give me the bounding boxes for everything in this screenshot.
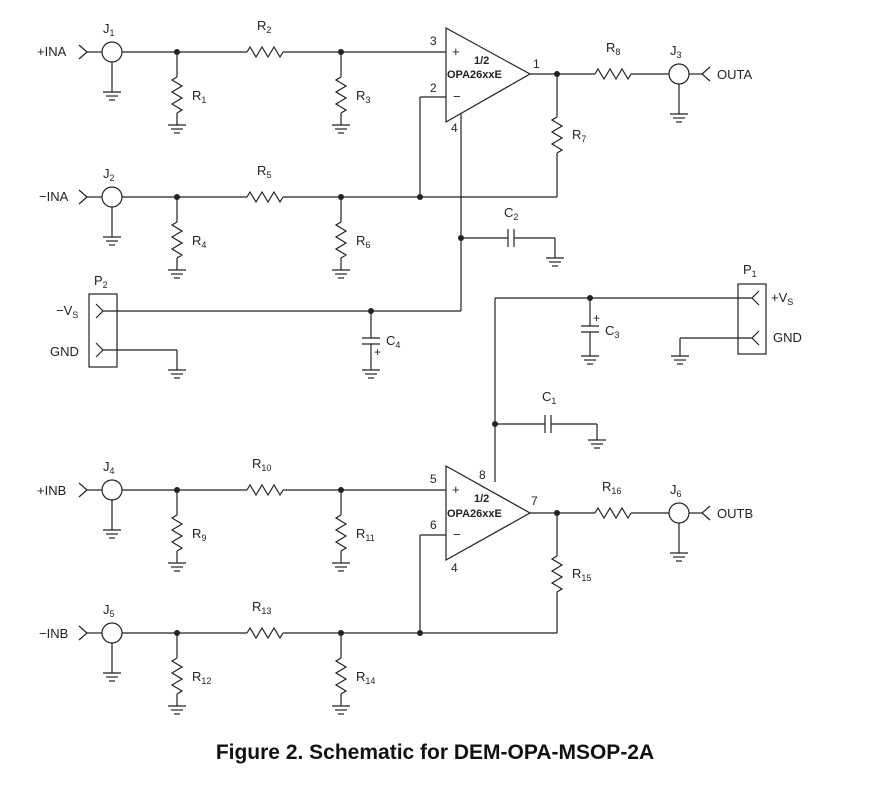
label-r13: R13 xyxy=(252,599,271,616)
amp-b-part: OPA26xxE xyxy=(447,508,502,520)
amp-b-pin-bottom: 4 xyxy=(451,561,458,575)
amp-a-pin-inv: 2 xyxy=(430,81,437,95)
amp-b-plus: + xyxy=(452,482,460,497)
amp-a-minus: − xyxy=(453,89,461,104)
connector-p2: P2 −VS GND C4 + xyxy=(50,273,461,379)
label-r14: R14 xyxy=(356,669,375,686)
connector-p1: P1 +VS GND + C3 xyxy=(495,262,802,365)
output-b: R16 OUTB J6 R15 xyxy=(530,479,753,633)
signal-label-outa: OUTA xyxy=(717,67,752,82)
label-r4: R4 xyxy=(192,233,206,250)
signal-label-plus-inb: +INB xyxy=(37,483,66,498)
amp-b-supply-net: C1 xyxy=(492,298,607,482)
p2-pin1-label: −VS xyxy=(56,303,78,320)
label-r8: R8 xyxy=(606,40,620,57)
label-c2: C2 xyxy=(504,205,518,222)
amp-a-supply-net: C2 xyxy=(458,113,565,311)
input-plus-inb: +INB J4 R9 R10 R11 xyxy=(37,456,446,572)
amp-a-pin-supply: 4 xyxy=(451,121,458,135)
signal-label-minus-ina: −INA xyxy=(39,189,69,204)
label-c1: C1 xyxy=(542,389,556,406)
amp-b-minus: − xyxy=(453,527,461,542)
input-plus-ina: +INA J1 R1 R2 R3 xyxy=(37,18,446,134)
c3-polarity: + xyxy=(593,311,600,325)
label-j1: J1 xyxy=(103,21,115,38)
p1-pin1-label: +VS xyxy=(771,290,793,307)
signal-label-outb: OUTB xyxy=(717,506,753,521)
amp-a-fraction: 1/2 xyxy=(474,55,489,67)
amplifier-b: + − 1/2 OPA26xxE 5 6 7 8 4 xyxy=(430,464,538,575)
label-r2: R2 xyxy=(257,18,271,35)
label-r10: R10 xyxy=(252,456,271,473)
signal-label-minus-inb: −INB xyxy=(39,626,68,641)
label-r11: R11 xyxy=(356,526,375,543)
label-j3: J3 xyxy=(670,43,682,60)
amp-a-part: OPA26xxE xyxy=(447,69,502,81)
label-r1: R1 xyxy=(192,88,206,105)
label-j2: J2 xyxy=(103,166,115,183)
label-c4: C4 xyxy=(386,333,400,350)
amplifier-a: + − 1/2 OPA26xxE 3 2 1 4 xyxy=(430,26,540,135)
label-c3: C3 xyxy=(605,323,619,340)
amp-a-plus: + xyxy=(452,44,460,59)
c4-polarity: + xyxy=(374,345,381,359)
label-r3: R3 xyxy=(356,88,370,105)
label-j4: J4 xyxy=(103,459,115,476)
output-a: R8 OUTA J3 R7 xyxy=(530,40,752,197)
input-minus-inb: −INB J5 R12 R13 R14 xyxy=(39,534,557,715)
label-r5: R5 xyxy=(257,163,271,180)
amp-b-pin-inv: 6 xyxy=(430,518,437,532)
signal-label-plus-ina: +INA xyxy=(37,44,67,59)
schematic-diagram: + − 1/2 OPA26xxE 3 2 1 4 +INA J1 R1 R2 R… xyxy=(37,18,802,715)
label-j5: J5 xyxy=(103,602,115,619)
amp-a-pin-noninv: 3 xyxy=(430,34,437,48)
figure-caption: Figure 2. Schematic for DEM-OPA-MSOP-2A xyxy=(215,741,655,764)
label-r7: R7 xyxy=(572,127,586,144)
label-r16: R16 xyxy=(602,479,621,496)
amp-b-pin-out: 7 xyxy=(531,494,538,508)
label-p1: P1 xyxy=(743,262,757,279)
label-r9: R9 xyxy=(192,526,206,543)
p2-pin2-label: GND xyxy=(50,344,79,359)
label-r12: R12 xyxy=(192,669,211,686)
input-minus-ina: −INA J2 R4 R5 R6 xyxy=(39,96,557,279)
p1-pin2-label: GND xyxy=(773,330,802,345)
label-p2: P2 xyxy=(94,273,108,290)
label-r6: R6 xyxy=(356,233,370,250)
amp-b-pin-noninv: 5 xyxy=(430,472,437,486)
amp-a-pin-out: 1 xyxy=(533,57,540,71)
amp-b-fraction: 1/2 xyxy=(474,493,489,505)
amp-b-pin-top: 8 xyxy=(479,468,486,482)
label-j6: J6 xyxy=(670,482,682,499)
label-r15: R15 xyxy=(572,566,591,583)
